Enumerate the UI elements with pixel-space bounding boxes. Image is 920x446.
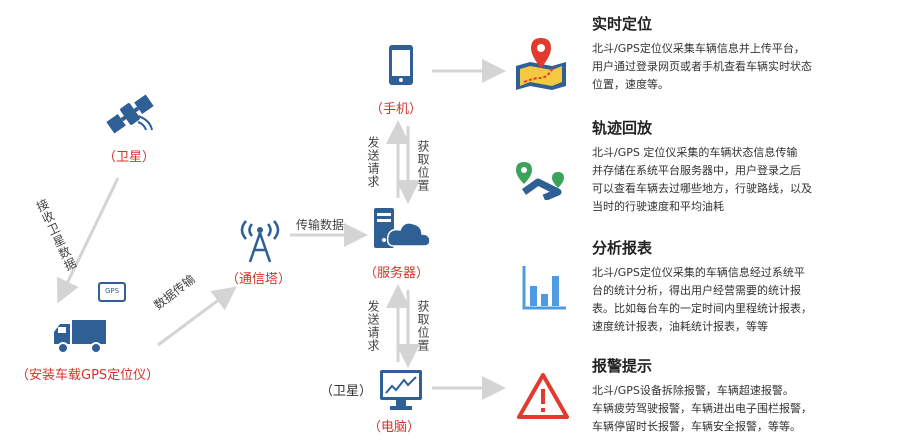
truck-icon: [54, 320, 106, 354]
feature-desc-realtime: 北斗/GPS定位仪采集车辆信息并上传平台， 用户通过登录网页或者手机查看车辆实时…: [592, 40, 842, 94]
transmit-data-label: 传输数据: [296, 218, 345, 232]
desc-line: 可以查看车辆去过哪些地方，行驶路线，以及: [592, 182, 812, 195]
desc-line: 并存储在系统平台服务器中，用户登录之后: [592, 164, 801, 177]
tower-label: （通信塔）: [226, 272, 292, 287]
desc-line: 车辆停留时长报警，车辆安全报警，等等。: [592, 420, 801, 433]
desc-line: 台的统计分析，得出用户经营需要的统计报: [592, 284, 801, 297]
desc-line: 车辆疲劳驾驶报警，车辆进出电子围栏报警，: [592, 402, 812, 415]
desc-line: 北斗/GPS设备拆除报警，车辆超速报警。: [592, 384, 794, 397]
tower-icon: [240, 220, 280, 263]
computer-label: （电脑）: [368, 420, 421, 435]
route-icon: [516, 162, 564, 200]
feature-desc-alarm: 北斗/GPS设备拆除报警，车辆超速报警。 车辆疲劳驾驶报警，车辆进出电子围栏报警…: [592, 382, 842, 436]
warning-icon: [517, 373, 569, 419]
desc-line: 北斗/GPS定位仪采集车辆信息并上传平台，: [592, 42, 805, 55]
desc-line: 北斗/GPS 定位仪采集的车辆状态信息传输: [592, 146, 798, 159]
feature-title-playback: 轨迹回放: [592, 119, 653, 137]
desc-line: 位置，速度等。: [592, 78, 669, 91]
phone-icon: [389, 45, 413, 85]
feature-title-alarm: 报警提示: [592, 357, 653, 375]
server-label: （服务器）: [364, 266, 430, 281]
server-icon: [374, 208, 430, 248]
map-pin-icon: [516, 38, 566, 90]
feature-desc-playback: 北斗/GPS 定位仪采集的车辆状态信息传输 并存储在系统平台服务器中，用户登录之…: [592, 144, 842, 216]
phone-label: （手机）: [370, 102, 423, 117]
desc-line: 速度统计报表，油耗统计报表，等等: [592, 320, 768, 333]
desc-line: 用户通过登录网页或者手机查看车辆实时状态: [592, 60, 812, 73]
desc-line: 表。比如每台车的一定时间内里程统计报表，: [592, 302, 812, 315]
satellite-icon: [106, 94, 154, 134]
send-request-top-label: 发送请求: [366, 136, 380, 188]
feature-title-reports: 分析报表: [592, 239, 653, 257]
bar-chart-icon: [522, 266, 566, 310]
get-position-bottom-label: 获取位置: [416, 300, 430, 352]
vehicle-label: （安装车载GPS定位仪）: [16, 368, 160, 383]
desc-line: 北斗/GPS定位仪采集的车辆信息经过系统平: [592, 266, 805, 279]
arrow-satellite-to-vehicle: [57, 177, 120, 304]
get-position-top-label: 获取位置: [416, 140, 430, 192]
satellite-label: （卫星）: [103, 150, 156, 165]
computer-icon: [380, 370, 422, 410]
feature-desc-reports: 北斗/GPS定位仪采集的车辆信息经过系统平 台的统计分析，得出用户经营需要的统计…: [592, 264, 842, 336]
pc-prefix-label: （卫星）: [320, 384, 373, 399]
desc-line: 当时的行驶速度和平均油耗: [592, 200, 724, 213]
gps-device-text: GPS: [104, 287, 120, 295]
feature-title-realtime: 实时定位: [592, 15, 653, 33]
send-request-bottom-label: 发送请求: [366, 300, 380, 352]
arrow-vehicle-to-tower: [157, 286, 237, 347]
gps-device-icon: GPS: [98, 282, 126, 302]
